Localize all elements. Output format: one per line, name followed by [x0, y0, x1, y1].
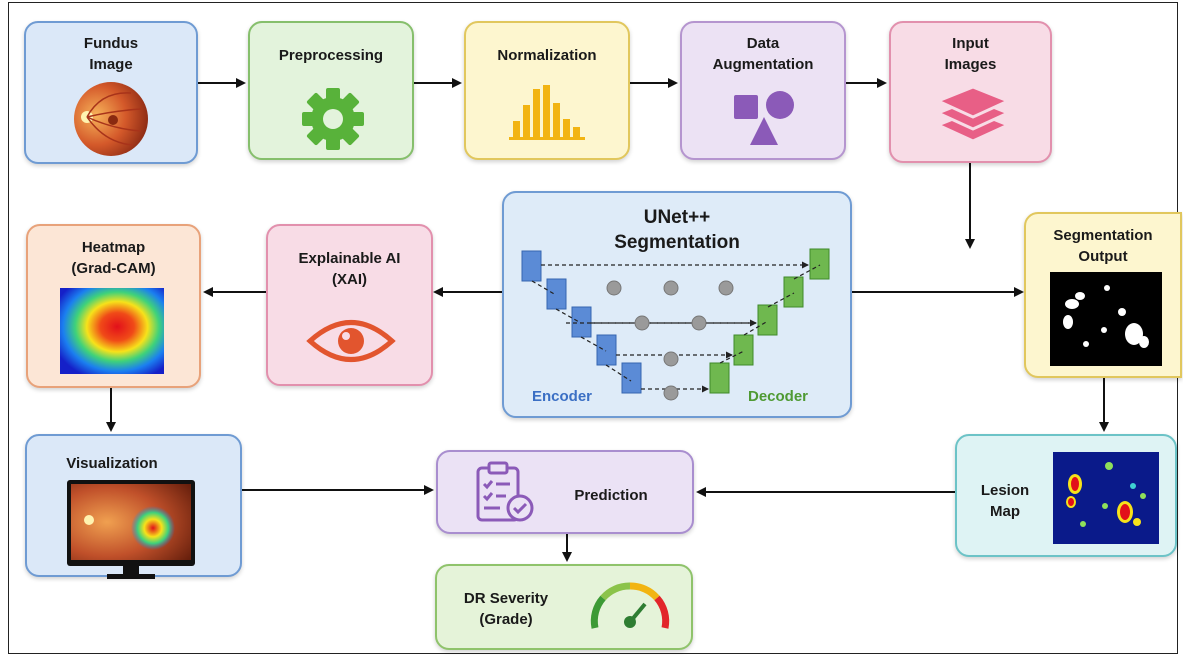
node-title: Heatmap (Grad-CAM): [71, 239, 156, 277]
node-explainable-ai: Explainable AI (XAI): [266, 224, 433, 386]
unet-architecture: [521, 248, 830, 401]
node-title: Prediction: [574, 487, 648, 504]
node-title: Data Augmentation: [712, 35, 814, 73]
encoder-label: Encoder: [532, 388, 593, 405]
node-input-images: Input Images: [889, 21, 1052, 163]
monitor-icon: [67, 480, 195, 579]
gauge-icon: [590, 582, 670, 629]
node-prediction: Prediction: [436, 450, 694, 534]
gear-icon: [302, 88, 364, 150]
decoder-block: [709, 362, 730, 394]
encoder-block: [571, 306, 592, 338]
decoder-label: Decoder: [748, 388, 809, 405]
heatmap-icon: [60, 288, 164, 374]
decoder-block: [809, 248, 830, 280]
encoder-block: [621, 362, 642, 394]
node-title: Explainable AI (XAI): [298, 250, 401, 288]
node-fundus-image: Fundus Image: [24, 21, 198, 164]
node-visualization: Visualization: [25, 434, 242, 579]
node-title: Fundus Image: [83, 35, 139, 73]
node-unet-segmentation: UNet++ Segmentation: [502, 191, 852, 418]
node-title: Input Images: [944, 35, 997, 73]
node-lesion-map: Lesion Map: [955, 434, 1177, 557]
decoder-block: [783, 276, 804, 308]
node-title: Visualization: [66, 455, 158, 472]
eye-icon: [306, 320, 396, 362]
decoder-block: [733, 334, 754, 366]
node-dr-severity: DR Severity (Grade): [435, 564, 693, 650]
decoder-block: [757, 304, 778, 336]
retina-photo-icon: [74, 82, 148, 156]
node-title: DR Severity (Grade): [463, 590, 549, 628]
encoder-block: [521, 250, 542, 282]
lesion-map-icon: [1053, 452, 1159, 544]
node-title: Preprocessing: [278, 47, 384, 64]
layers-icon: [934, 85, 1012, 143]
segmentation-mask-icon: [1050, 272, 1162, 366]
encoder-block: [596, 334, 617, 366]
bar-chart-icon: [509, 85, 585, 140]
node-title: UNet++ Segmentation: [614, 207, 740, 253]
node-title: Normalization: [497, 47, 597, 64]
shapes-icon: [734, 91, 794, 145]
clipboard-check-icon: [476, 461, 534, 522]
node-segmentation-output: Segmentation Output: [1024, 212, 1182, 378]
node-heatmap: Heatmap (Grad-CAM): [26, 224, 201, 388]
node-title: Lesion Map: [980, 482, 1030, 520]
encoder-block: [546, 278, 567, 310]
node-normalization: Normalization: [464, 21, 630, 160]
node-title: Segmentation Output: [1053, 227, 1153, 265]
node-preprocessing: Preprocessing: [248, 21, 414, 160]
node-data-augmentation: Data Augmentation: [680, 21, 846, 160]
